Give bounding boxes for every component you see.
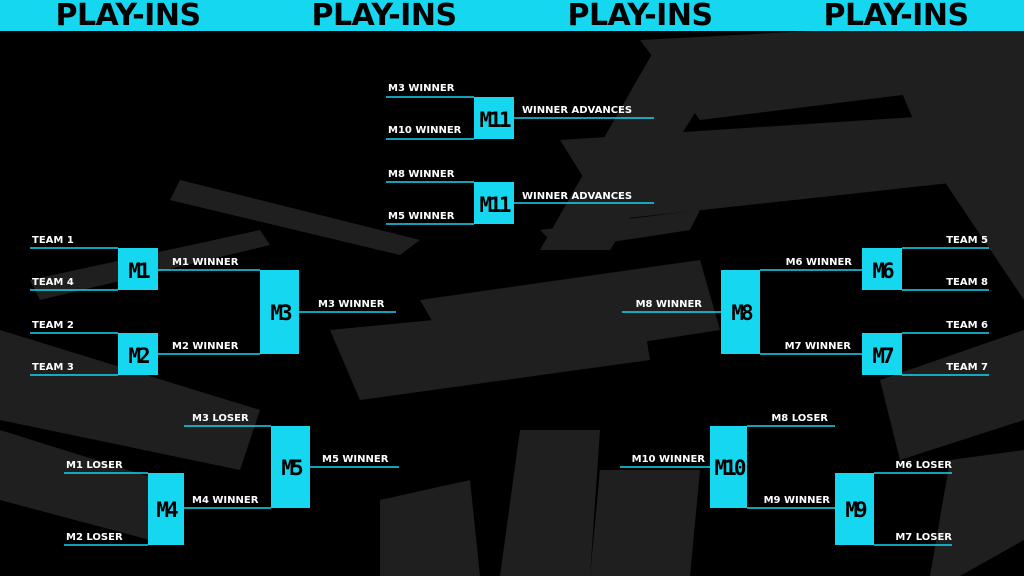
slot-label: M5 WINNER [388,211,455,222]
slot-label: M5 WINNER [322,454,389,465]
match-label-m6: M6 [872,259,894,283]
slot-label: M6 LOSER [895,460,952,471]
slot-label: M3 WINNER [388,83,455,94]
slot-label: M8 WINNER [388,169,455,180]
match-label-m7: M7 [872,344,894,368]
match-box-m6 [862,248,902,290]
match-label-m2: M2 [128,344,149,368]
team-label: TEAM 2 [32,320,74,331]
match-label-m3: M3 [270,301,292,325]
team-label: TEAM 1 [32,235,74,246]
slot-label: M9 WINNER [764,495,831,506]
match-label-m4: M4 [156,498,178,522]
team-label: TEAM 4 [32,277,74,288]
banner-title: PLAY-INS [311,0,457,31]
banner-title: PLAY-INS [823,0,969,31]
advance-label: WINNER ADVANCES [522,105,632,116]
match-label-m9: M9 [845,498,867,522]
slot-label: M6 WINNER [786,257,853,268]
match-label-m11-top: M11 [480,108,511,132]
match-label-m5: M5 [281,456,303,480]
slot-label: M7 WINNER [785,341,852,352]
team-label: TEAM 8 [946,277,988,288]
slot-label: M3 WINNER [318,299,385,310]
match-box-m2 [118,333,158,375]
match-label-m8: M8 [731,301,753,325]
team-label: TEAM 7 [946,362,988,373]
bracket-lines [30,96,989,546]
match-box-m4 [148,473,184,545]
slot-label: M1 LOSER [66,460,123,471]
match-box-m8 [721,270,760,354]
match-label-m1: M1 [128,259,150,283]
background-shapes [0,20,1024,576]
slot-label: M2 WINNER [172,341,239,352]
match-box-m3 [260,270,299,354]
play-ins-banner: PLAY-INS PLAY-INS PLAY-INS PLAY-INS [0,0,1024,31]
match-box-m5 [271,426,310,508]
match-box-m1 [118,248,158,290]
slot-label: M4 WINNER [192,495,259,506]
match-box-m7 [862,333,902,375]
advance-label: WINNER ADVANCES [522,191,632,202]
team-label: TEAM 6 [946,320,988,331]
slot-label: M2 LOSER [66,532,123,543]
banner-title: PLAY-INS [55,0,201,31]
slot-label: M10 WINNER [388,125,462,136]
slot-label: M10 WINNER [632,454,706,465]
match-box-m10 [710,426,747,508]
slot-label: M7 LOSER [895,532,952,543]
match-box-m9 [835,473,874,545]
match-box-m11-bottom [474,182,514,224]
match-box-m11-top [474,97,514,139]
match-label-m11-bottom: M11 [480,193,511,217]
slot-label: M8 WINNER [636,299,703,310]
slot-label: M8 LOSER [771,413,828,424]
slot-label: M3 LOSER [192,413,249,424]
match-label-m10: M10 [715,456,746,480]
team-label: TEAM 5 [946,235,988,246]
team-label: TEAM 3 [32,362,74,373]
banner-title: PLAY-INS [567,0,713,31]
slot-label: M1 WINNER [172,257,239,268]
